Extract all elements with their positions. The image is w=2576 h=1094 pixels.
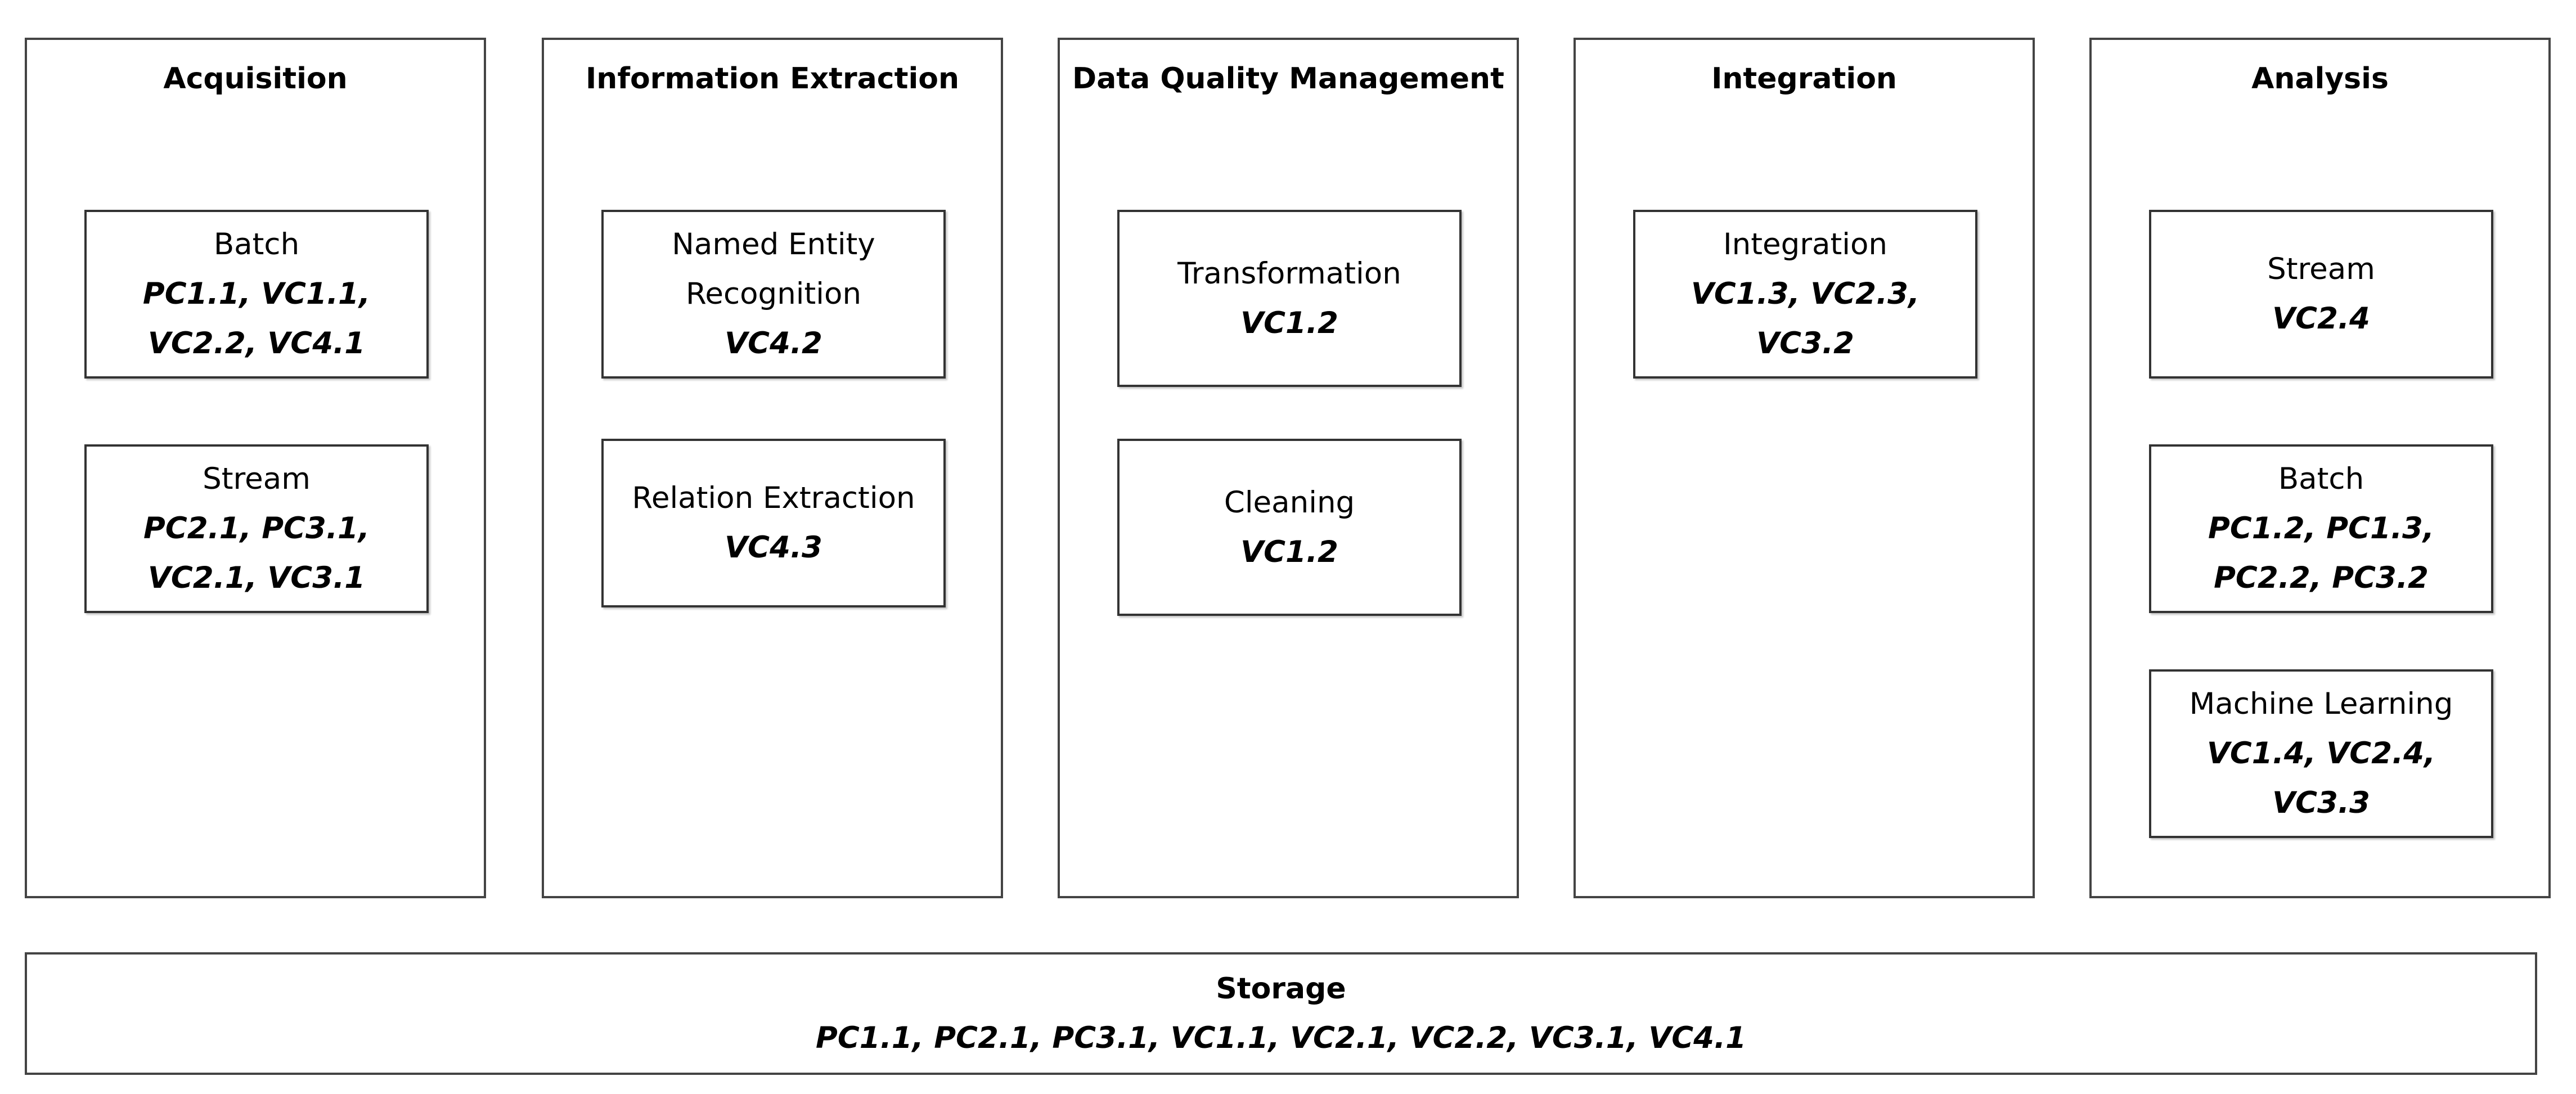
column-analysis: Analysis Stream VC2.4 Batch PC1.2, PC1.3… bbox=[2089, 38, 2551, 898]
box-refs: PC1.1, VC1.1, VC2.2, VC4.1 bbox=[142, 277, 371, 361]
box-label: Integration bbox=[1723, 227, 1888, 262]
box-refs: VC1.3, VC2.3, VC3.2 bbox=[1691, 277, 1920, 361]
box-label: Stream bbox=[203, 462, 311, 496]
box-batch: Batch PC1.2, PC1.3, PC2.2, PC3.2 bbox=[2149, 444, 2493, 613]
box-machine-learning: Machine Learning VC1.4, VC2.4, VC3.3 bbox=[2149, 669, 2493, 838]
box-label: Relation Extraction bbox=[632, 481, 915, 515]
box-label: Batch bbox=[213, 227, 300, 262]
box-label: Named Entity Recognition bbox=[672, 227, 875, 311]
box-refs: VC1.2 bbox=[1240, 534, 1338, 569]
box-relation-extraction: Relation Extraction VC4.3 bbox=[601, 439, 946, 607]
box-refs: VC4.3 bbox=[725, 530, 822, 565]
box-refs: PC2.1, PC3.1, VC2.1, VC3.1 bbox=[143, 511, 370, 595]
box-cleaning: Cleaning VC1.2 bbox=[1117, 439, 1462, 616]
column-title: Acquisition bbox=[163, 62, 348, 96]
box-stream: Stream VC2.4 bbox=[2149, 210, 2493, 379]
column-acquisition: Acquisition Batch PC1.1, VC1.1, VC2.2, V… bbox=[25, 38, 486, 898]
box-transformation: Transformation VC1.2 bbox=[1117, 210, 1462, 387]
column-information-extraction: Information Extraction Named Entity Reco… bbox=[542, 38, 1003, 898]
box-batch: Batch PC1.1, VC1.1, VC2.2, VC4.1 bbox=[84, 210, 429, 379]
column-data-quality-management: Data Quality Management Transformation V… bbox=[1058, 38, 1519, 898]
box-refs: VC1.4, VC2.4, VC3.3 bbox=[2206, 736, 2436, 820]
box-refs: VC1.2 bbox=[1240, 305, 1338, 340]
box-stream: Stream PC2.1, PC3.1, VC2.1, VC3.1 bbox=[84, 444, 429, 613]
box-refs: VC4.2 bbox=[725, 326, 822, 361]
box-label: Stream bbox=[2267, 252, 2375, 286]
box-integration: Integration VC1.3, VC2.3, VC3.2 bbox=[1633, 210, 1977, 379]
box-label: Transformation bbox=[1177, 256, 1401, 291]
column-title: Information Extraction bbox=[585, 62, 960, 96]
box-label: Cleaning bbox=[1224, 485, 1355, 520]
box-label: Machine Learning bbox=[2189, 687, 2453, 721]
storage-panel: Storage PC1.1, PC2.1, PC3.1, VC1.1, VC2.… bbox=[25, 952, 2537, 1075]
column-title: Data Quality Management bbox=[1072, 62, 1504, 96]
box-refs: VC2.4 bbox=[2272, 301, 2370, 336]
column-integration: Integration Integration VC1.3, VC2.3, VC… bbox=[1574, 38, 2035, 898]
box-refs: PC1.2, PC1.3, PC2.2, PC3.2 bbox=[2208, 511, 2434, 595]
column-title: Analysis bbox=[2251, 62, 2389, 96]
box-label: Batch bbox=[2278, 462, 2364, 496]
column-title: Integration bbox=[1711, 62, 1897, 96]
storage-title: Storage bbox=[1216, 972, 1346, 1006]
box-named-entity-recognition: Named Entity Recognition VC4.2 bbox=[601, 210, 946, 379]
storage-refs: PC1.1, PC2.1, PC3.1, VC1.1, VC2.1, VC2.2… bbox=[816, 1021, 1746, 1055]
